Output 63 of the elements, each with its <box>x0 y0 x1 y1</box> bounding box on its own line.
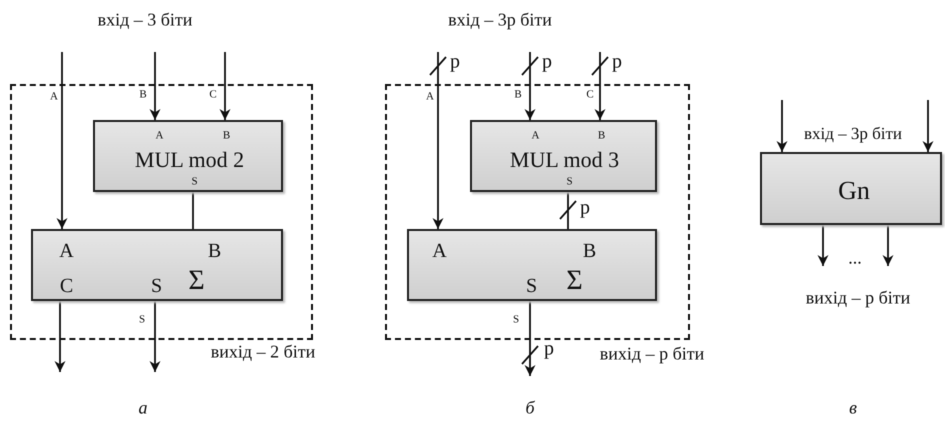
port-label: B <box>582 240 596 260</box>
function-block <box>470 120 656 192</box>
port-label: A <box>432 240 447 260</box>
sum-symbol: Σ <box>188 266 205 294</box>
function-block <box>406 228 656 300</box>
input-label: вхід – 3 біти <box>98 10 192 30</box>
arrow <box>922 100 934 152</box>
arrow <box>818 225 828 266</box>
bus-width-label: p <box>450 52 460 72</box>
port-label: A <box>59 240 74 260</box>
arrow <box>432 52 444 229</box>
arrow <box>776 100 788 152</box>
input-label: вхід – 3p біти <box>802 125 904 143</box>
connector-line <box>567 192 569 229</box>
port-label: S <box>566 176 573 187</box>
block-title: MUL mod 3 <box>510 148 620 170</box>
function-block <box>92 120 282 192</box>
output-label: вихід – p біти <box>600 344 704 364</box>
edge-label: B <box>513 90 523 100</box>
input-label: вхід – 3p біти <box>448 10 552 30</box>
port-label: B <box>208 240 222 260</box>
port-label: S <box>526 276 538 296</box>
connector-line <box>192 192 194 229</box>
bus-width-label: p <box>612 52 622 72</box>
arrow <box>150 301 160 372</box>
arrow <box>524 52 536 120</box>
edge-label: S <box>512 314 520 326</box>
edge-label: B <box>138 90 148 100</box>
edge-label: A <box>49 92 59 102</box>
arrow <box>594 52 606 120</box>
arrow <box>54 301 66 372</box>
dashed-boundary <box>10 84 313 340</box>
port-label: B <box>222 130 230 141</box>
port-label: C <box>60 276 74 296</box>
arrow <box>524 301 536 376</box>
bus-width-label: p <box>544 338 554 360</box>
panel-letter: в <box>849 398 857 418</box>
output-label: вихід – p біти <box>806 288 910 308</box>
edge-label: A <box>425 92 435 102</box>
arrow <box>220 52 230 120</box>
port-label: S <box>191 176 198 187</box>
edge-label: S <box>138 314 146 326</box>
panel-letter: б <box>525 398 535 418</box>
port-label: A <box>532 130 540 141</box>
edge-label: C <box>585 90 595 100</box>
dashed-boundary <box>385 84 690 340</box>
bus-width-label: p <box>580 198 590 218</box>
block-title: Gn <box>838 178 870 204</box>
port-label: A <box>156 130 164 141</box>
arrow <box>150 52 160 120</box>
arrow <box>56 52 68 229</box>
block-title: MUL mod 2 <box>134 148 244 170</box>
function-block <box>760 152 942 225</box>
panel-letter: а <box>138 398 148 418</box>
function-block <box>30 228 282 300</box>
port-label: S <box>150 276 162 296</box>
port-label: B <box>598 130 606 141</box>
output-label: вихід – 2 біти <box>210 342 316 362</box>
arrow <box>882 225 894 266</box>
edge-label: C <box>208 90 218 100</box>
ellipsis: ... <box>848 248 862 268</box>
sum-symbol: Σ <box>566 266 583 294</box>
bus-width-label: p <box>542 52 552 72</box>
